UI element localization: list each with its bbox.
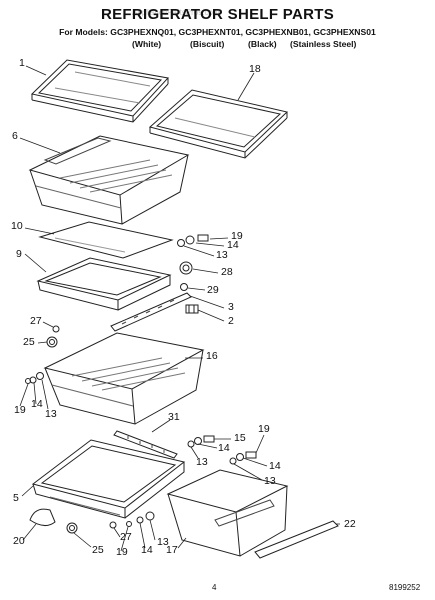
part-18-glass-shelf (150, 90, 287, 158)
callout-27-lower: 27 (120, 531, 132, 543)
part-5-shelf-frame (33, 440, 184, 518)
callout-25-middle: 25 (23, 336, 35, 348)
color-black: (Black) (248, 39, 277, 49)
hardware-upper-cluster (178, 235, 209, 291)
callout-19-lower: 19 (258, 423, 270, 435)
part-3-rail (111, 293, 191, 331)
callout-13-upper: 13 (216, 249, 228, 261)
callout-1: 1 (19, 57, 25, 69)
callout-16: 16 (206, 350, 218, 362)
part-10-glass-insert (40, 222, 172, 258)
part-22-trim (255, 521, 338, 558)
part-31-rail (114, 431, 177, 458)
callout-14-lower-a: 14 (218, 442, 230, 454)
callout-14-bottom: 14 (141, 544, 153, 556)
callout-10: 10 (11, 220, 23, 232)
callout-13-middle: 13 (45, 408, 57, 420)
leader-lines (20, 66, 340, 551)
hardware-left-middle (26, 326, 60, 384)
callout-2: 2 (228, 315, 234, 327)
callout-29: 29 (207, 284, 219, 296)
part-20-cover (30, 509, 55, 525)
callout-17: 17 (166, 544, 178, 556)
callout-19-middle: 19 (14, 404, 26, 416)
watermark: AppliancePartsPros.com (132, 8, 220, 17)
color-white: (White) (132, 39, 162, 49)
callout-19-bottom: 19 (116, 546, 128, 558)
callout-13-lower-b: 13 (264, 475, 276, 487)
callout-14-upper: 14 (227, 239, 239, 251)
page-title: REFRIGERATOR SHELF PARTS (100, 6, 335, 23)
hardware-lower-left (67, 522, 116, 533)
part-6-crisper-drawer (30, 136, 188, 224)
callout-14-lower-b: 14 (269, 460, 281, 472)
callout-3: 3 (228, 301, 234, 313)
callout-31: 31 (168, 411, 180, 423)
document-number: 8199252 (389, 583, 421, 592)
page-number: 4 (212, 583, 217, 592)
callout-25-lower: 25 (92, 544, 104, 556)
part-2-bracket (186, 305, 198, 313)
callout-20: 20 (13, 535, 25, 547)
callout-5: 5 (13, 492, 19, 504)
part-1-glass-shelf (32, 60, 168, 122)
callout-27-middle: 27 (30, 315, 42, 327)
callout-22: 22 (344, 518, 356, 530)
part-16-crisper-drawer (45, 333, 203, 424)
callout-9: 9 (16, 248, 22, 260)
callout-18: 18 (249, 63, 261, 75)
callout-13-lower-a: 13 (196, 456, 208, 468)
color-stainless-steel: (Stainless Steel) (290, 39, 357, 49)
callout-15: 15 (234, 432, 246, 444)
models-line: For Models: GC3PHEXNQ01, GC3PHEXNT01, GC… (59, 27, 376, 37)
callout-14-middle: 14 (31, 398, 43, 410)
callout-6: 6 (12, 130, 18, 142)
color-biscuit: (Biscuit) (190, 39, 225, 49)
part-9-shelf-frame (38, 258, 170, 310)
callout-13-bottom: 13 (157, 536, 169, 548)
part-17-pan-drawer (168, 470, 287, 556)
callout-19-upper: 19 (231, 230, 243, 242)
callout-28: 28 (221, 266, 233, 278)
